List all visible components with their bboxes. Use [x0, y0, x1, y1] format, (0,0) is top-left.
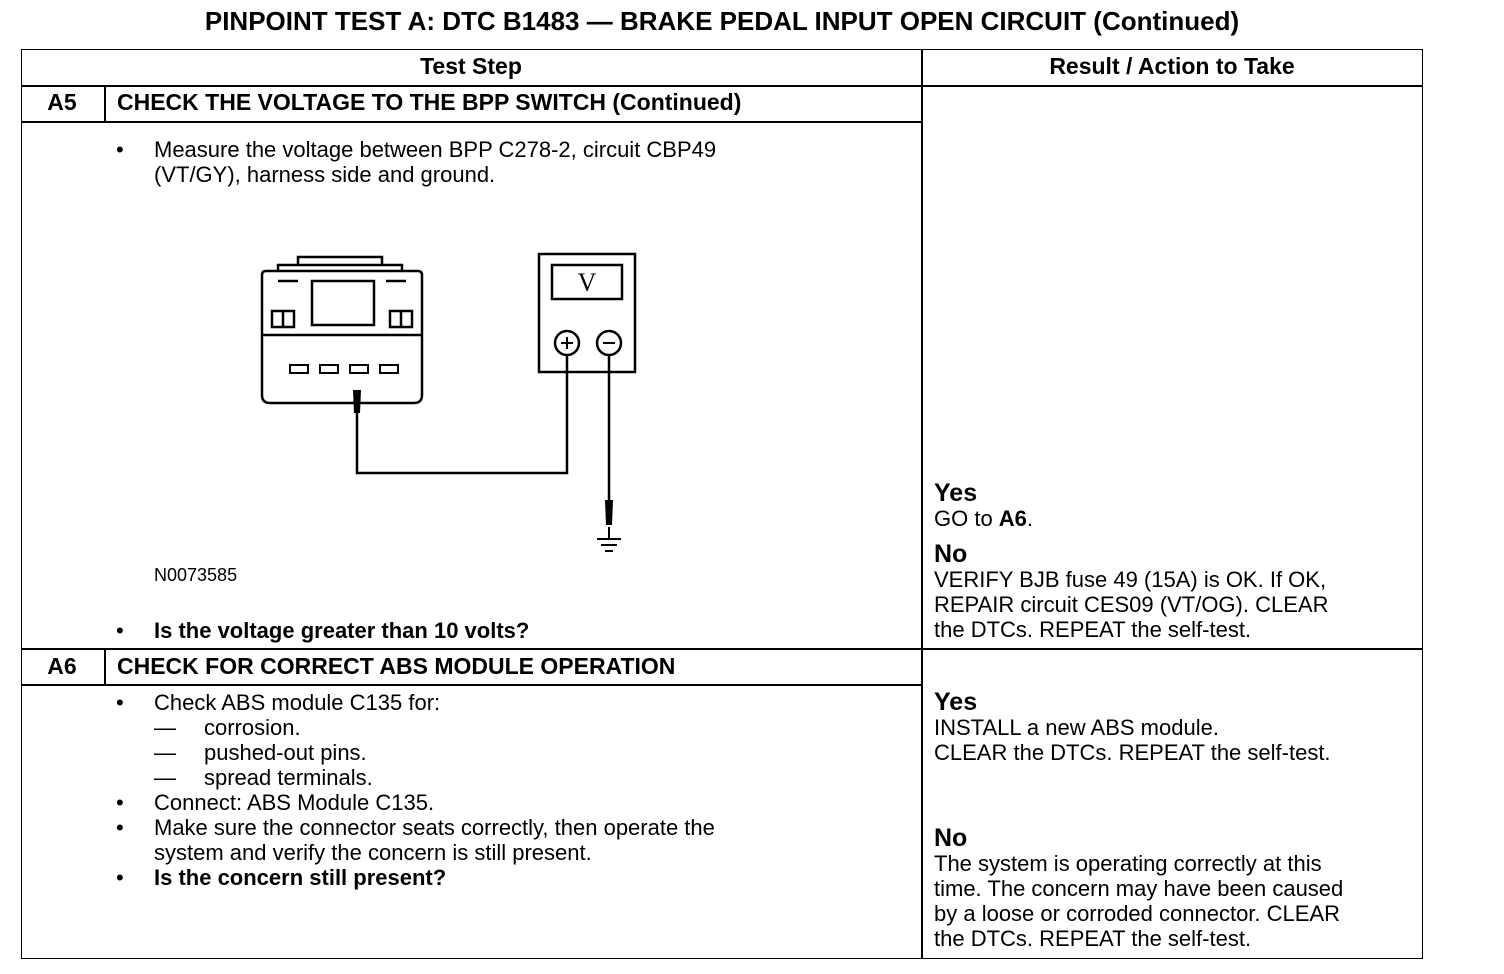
- dash: —: [154, 740, 176, 765]
- row-divider: [21, 648, 1423, 650]
- a5-step-line: Measure the voltage between BPP C278-2, …: [154, 137, 717, 162]
- dash: —: [154, 765, 176, 790]
- a5-yes-target: A6: [998, 506, 1027, 531]
- step-id-a6: A6: [47, 653, 77, 679]
- a5-no-line: REPAIR circuit CES09 (VT/OG). CLEAR: [934, 592, 1329, 617]
- test-table: [21, 49, 1423, 959]
- positive-lead: [355, 355, 569, 475]
- a6-step-3-line: system and verify the concern is still p…: [154, 840, 592, 865]
- header-result-action: Result / Action to Take: [1049, 53, 1295, 79]
- a5-yes-pre: GO to: [934, 506, 999, 531]
- connector-lock-tab: [310, 279, 376, 327]
- connector-outline: [260, 269, 424, 405]
- a5-no-line: VERIFY BJB fuse 49 (15A) is OK. If OK,: [934, 567, 1327, 592]
- a5-question: Is the voltage greater than 10 volts?: [154, 618, 530, 643]
- connector-latch-inner: [296, 255, 384, 265]
- header-test-step: Test Step: [420, 53, 522, 79]
- a5-step-text: Measure the voltage between BPP C278-2, …: [154, 137, 716, 187]
- page-title: PINPOINT TEST A: DTC B1483 — BRAKE PEDAL…: [204, 6, 1240, 36]
- negative-probe-tip: [605, 500, 613, 525]
- a5-title-divider: [21, 121, 922, 123]
- header-divider: [21, 85, 1423, 87]
- a6-no-line: the DTCs. REPEAT the self-test.: [934, 926, 1252, 951]
- voltmeter-body: [537, 252, 637, 374]
- a5-no-action: VERIFY BJB fuse 49 (15A) is OK. If OK, R…: [934, 567, 1328, 642]
- voltmeter-label: V: [578, 268, 597, 297]
- a6-yes-action: INSTALL a new ABS module. CLEAR the DTCs…: [934, 715, 1331, 765]
- a6-no-line: time. The concern may have been caused: [934, 876, 1344, 901]
- bullet: •: [116, 137, 124, 162]
- a5-id-divider: [104, 85, 106, 121]
- voltmeter-display: [550, 263, 624, 301]
- positive-probe-tip: [353, 390, 361, 413]
- voltmeter-diagram: V: [260, 252, 637, 552]
- terminal-4: [379, 364, 399, 374]
- bullet: •: [116, 690, 124, 715]
- a5-no-label: No: [934, 540, 968, 568]
- a6-step-2: Connect: ABS Module C135.: [154, 790, 435, 815]
- bullet: •: [116, 790, 124, 815]
- dash: —: [154, 715, 176, 740]
- a5-no-line: the DTCs. REPEAT the self-test.: [934, 617, 1252, 642]
- terminal-3: [349, 364, 369, 374]
- a6-yes-line: INSTALL a new ABS module.: [934, 715, 1219, 740]
- a5-yes-post: .: [1026, 506, 1034, 531]
- step-title-a6: CHECK FOR CORRECT ABS MODULE OPERATION: [117, 653, 676, 679]
- column-divider: [921, 49, 923, 959]
- a5-yes-action: GO to A6.: [934, 506, 1033, 531]
- a6-sub-2: pushed-out pins.: [204, 740, 367, 765]
- a6-no-label: No: [934, 824, 968, 852]
- a6-no-action: The system is operating correctly at thi…: [934, 851, 1343, 951]
- a6-step-1: Check ABS module C135 for:: [154, 690, 441, 715]
- bullet: •: [116, 618, 124, 643]
- a6-yes-line: CLEAR the DTCs. REPEAT the self-test.: [934, 740, 1331, 765]
- a6-sub-1: corrosion.: [204, 715, 301, 740]
- connector-top-latch: [276, 263, 404, 271]
- a6-no-line: The system is operating correctly at thi…: [934, 851, 1322, 876]
- step-title-a5: CHECK THE VOLTAGE TO THE BPP SWITCH (Con…: [117, 89, 742, 115]
- a6-step-3: Make sure the connector seats correctly,…: [154, 815, 715, 865]
- a6-no-line: by a loose or corroded connector. CLEAR: [934, 901, 1341, 926]
- positive-terminal: [553, 329, 581, 357]
- step-id-a5: A5: [47, 89, 77, 115]
- a6-step-3-line: Make sure the connector seats correctly,…: [154, 815, 715, 840]
- bullet: •: [116, 865, 124, 890]
- a6-question: Is the concern still present?: [154, 865, 447, 890]
- a6-id-divider: [104, 648, 106, 684]
- figure-id: N0073585: [154, 565, 238, 585]
- a6-title-divider: [21, 684, 922, 686]
- a5-yes-label: Yes: [934, 479, 978, 507]
- terminal-2: [319, 364, 339, 374]
- a5-step-line: (VT/GY), harness side and ground.: [154, 162, 496, 187]
- bullet: •: [116, 815, 124, 840]
- a6-sub-3: spread terminals.: [204, 765, 373, 790]
- terminal-1: [289, 364, 309, 374]
- a6-yes-label: Yes: [934, 688, 978, 716]
